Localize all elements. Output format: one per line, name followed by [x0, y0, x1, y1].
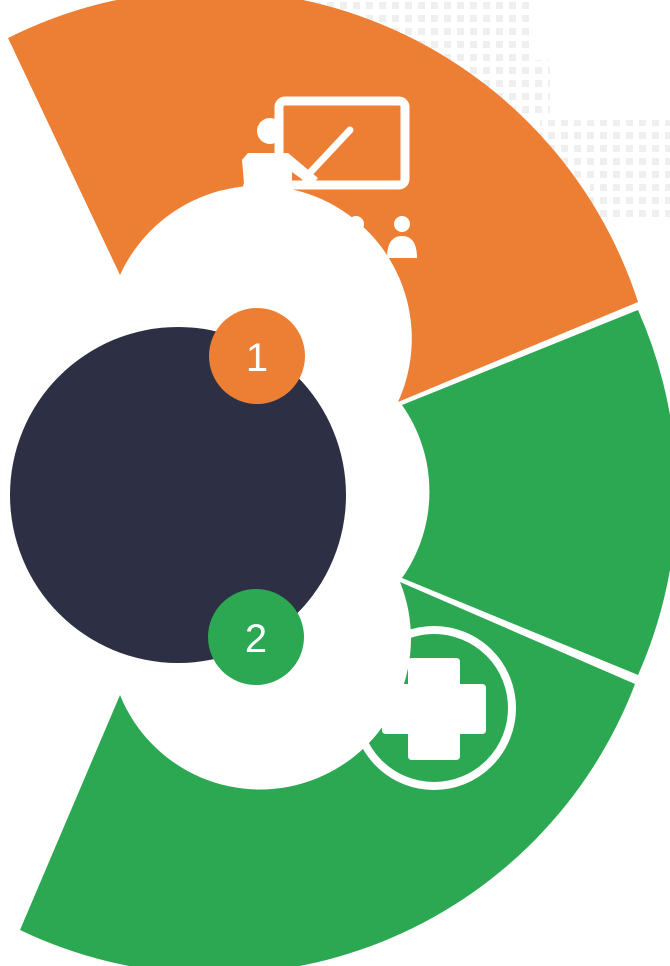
medical-cross-icon [352, 626, 516, 790]
step-2-badge: 2 [208, 589, 304, 685]
teacher-presentation-icon [240, 96, 417, 270]
segment-2-green-right [402, 310, 670, 675]
step-1-badge: 1 [209, 308, 305, 404]
center-circle [10, 327, 346, 663]
segment-2-green-bottom [20, 582, 635, 966]
segment-1-orange [8, 0, 638, 402]
step-1-label: 1 [246, 336, 268, 380]
step-2-label: 2 [245, 617, 267, 661]
